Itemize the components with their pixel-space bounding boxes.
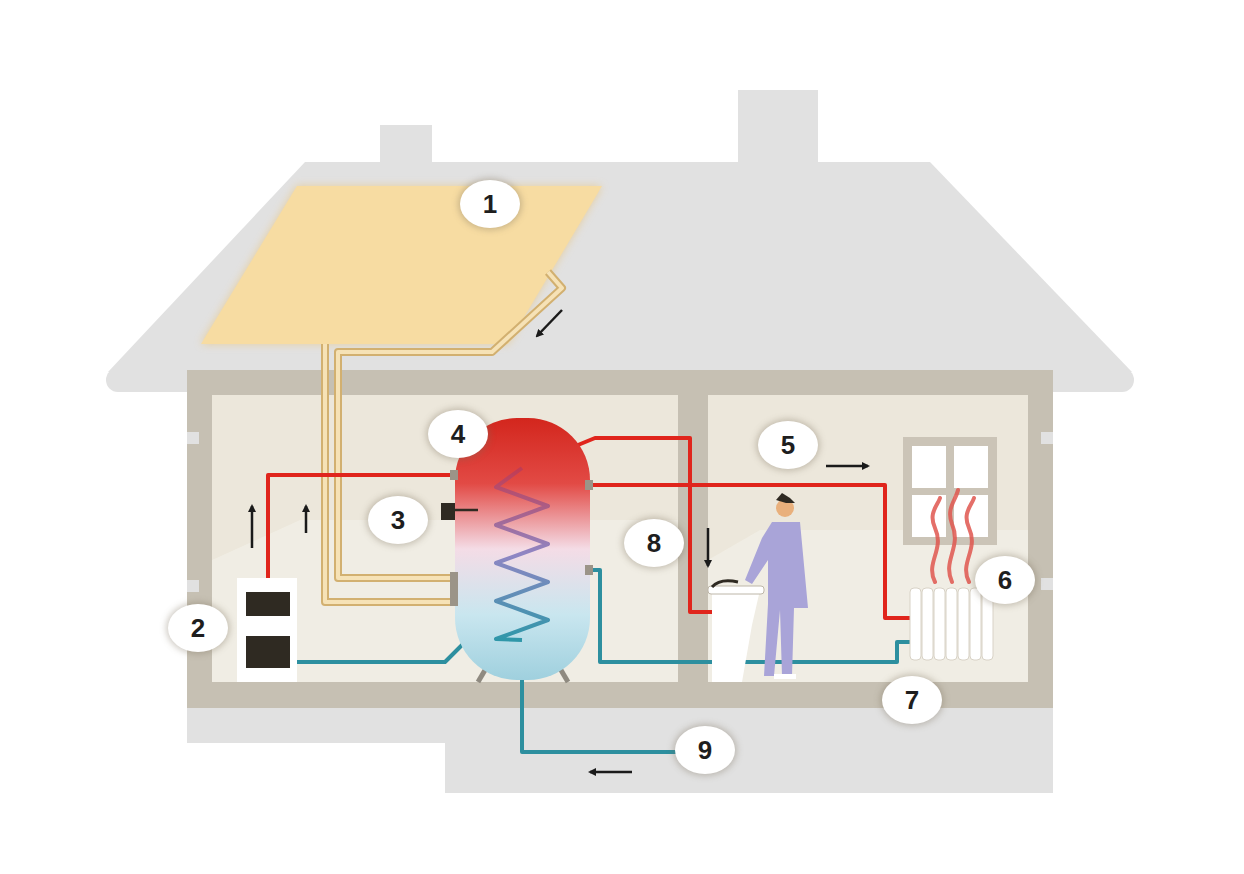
radiator-fin (922, 588, 933, 660)
radiator-fin (946, 588, 957, 660)
callout-number: 5 (758, 421, 818, 469)
callout-number: 8 (624, 519, 684, 567)
radiator-fin (910, 588, 921, 660)
callout-number: 7 (882, 676, 942, 724)
callout-number: 3 (368, 496, 428, 544)
callout-number: 1 (460, 180, 520, 228)
callout-number: 4 (428, 410, 488, 458)
callout-number: 6 (975, 556, 1035, 604)
callout-number: 2 (168, 604, 228, 652)
radiator-fin (958, 588, 969, 660)
radiator-fin (934, 588, 945, 660)
callout-number: 9 (675, 726, 735, 774)
radiator-fin (970, 588, 981, 660)
